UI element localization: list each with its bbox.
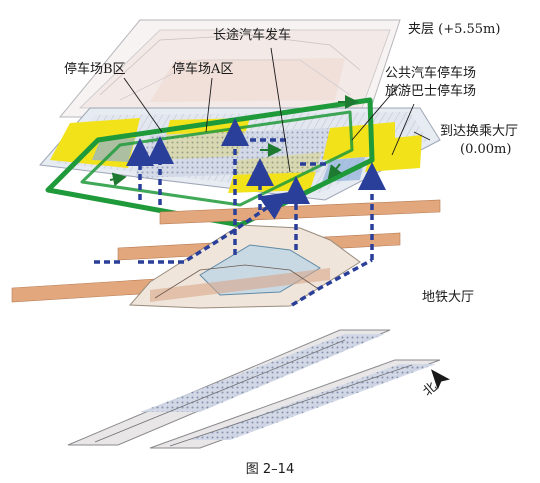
label-metro-hall: 地铁大厅	[422, 290, 475, 305]
metro-platform-level	[67, 329, 441, 449]
label-mezzanine: 夹层 (+5.55m)	[408, 22, 501, 37]
label-arrival-hall-level: (0.00m)	[460, 142, 512, 157]
figure-caption: 图 2–14	[245, 462, 295, 477]
leader-lines	[123, 47, 431, 173]
vertical-transfer-links	[92, 118, 386, 307]
metro-hall-level	[11, 199, 441, 309]
label-arrival-hall: 到达换乘大厅	[440, 124, 519, 139]
label-tour-bus-parking: 旅游巴士停车场	[385, 84, 477, 99]
north-arrow-icon	[431, 369, 450, 390]
label-public-bus-parking: 公共汽车停车场	[385, 66, 477, 81]
label-parking-b: 停车场B区	[64, 62, 126, 77]
label-parking-a: 停车场A区	[172, 62, 234, 77]
mezzanine-level	[58, 19, 401, 118]
label-long-distance-departure: 长途汽车发车	[213, 28, 292, 43]
